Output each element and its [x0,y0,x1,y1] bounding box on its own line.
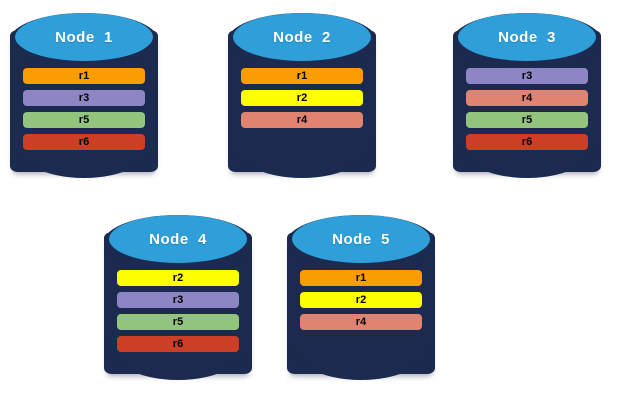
record-bar-r1[interactable]: r1 [300,270,422,286]
record-bar-r4[interactable]: r4 [466,90,588,106]
cylinder-top-lid: Node 4 [109,215,247,263]
database-cylinder-4[interactable]: Node 4 r2 r3 r5 r6 [104,210,252,388]
cylinder-top-lid: Node 5 [292,215,430,263]
record-list: r1 r3 r5 r6 [10,68,158,150]
record-bar-r2[interactable]: r2 [241,90,363,106]
cylinder-top-lid: Node 3 [458,13,596,61]
record-bar-r6[interactable]: r6 [23,134,145,150]
record-bar-r4[interactable]: r4 [300,314,422,330]
database-cylinder-2[interactable]: Node 2 r1 r2 r4 [228,8,376,186]
record-list: r3 r4 r5 r6 [453,68,601,150]
record-bar-r6[interactable]: r6 [117,336,239,352]
record-bar-r4[interactable]: r4 [241,112,363,128]
record-list: r1 r2 r4 [228,68,376,128]
record-bar-r6[interactable]: r6 [466,134,588,150]
record-bar-r1[interactable]: r1 [23,68,145,84]
record-bar-r1[interactable]: r1 [241,68,363,84]
cylinder-top-lid: Node 1 [15,13,153,61]
record-list: r2 r3 r5 r6 [104,270,252,352]
database-cylinder-3[interactable]: Node 3 r3 r4 r5 r6 [453,8,601,186]
record-bar-r5[interactable]: r5 [117,314,239,330]
node-label: Node 5 [332,230,390,248]
record-bar-r3[interactable]: r3 [466,68,588,84]
record-bar-r3[interactable]: r3 [23,90,145,106]
node-label: Node 1 [55,28,113,46]
record-bar-r2[interactable]: r2 [117,270,239,286]
database-cylinder-1[interactable]: Node 1 r1 r3 r5 r6 [10,8,158,186]
cylinder-top-lid: Node 2 [233,13,371,61]
node-label: Node 4 [149,230,207,248]
record-bar-r5[interactable]: r5 [466,112,588,128]
database-cylinder-5[interactable]: Node 5 r1 r2 r4 [287,210,435,388]
record-bar-r2[interactable]: r2 [300,292,422,308]
node-label: Node 3 [498,28,556,46]
record-bar-r3[interactable]: r3 [117,292,239,308]
record-list: r1 r2 r4 [287,270,435,330]
record-bar-r5[interactable]: r5 [23,112,145,128]
node-label: Node 2 [273,28,331,46]
